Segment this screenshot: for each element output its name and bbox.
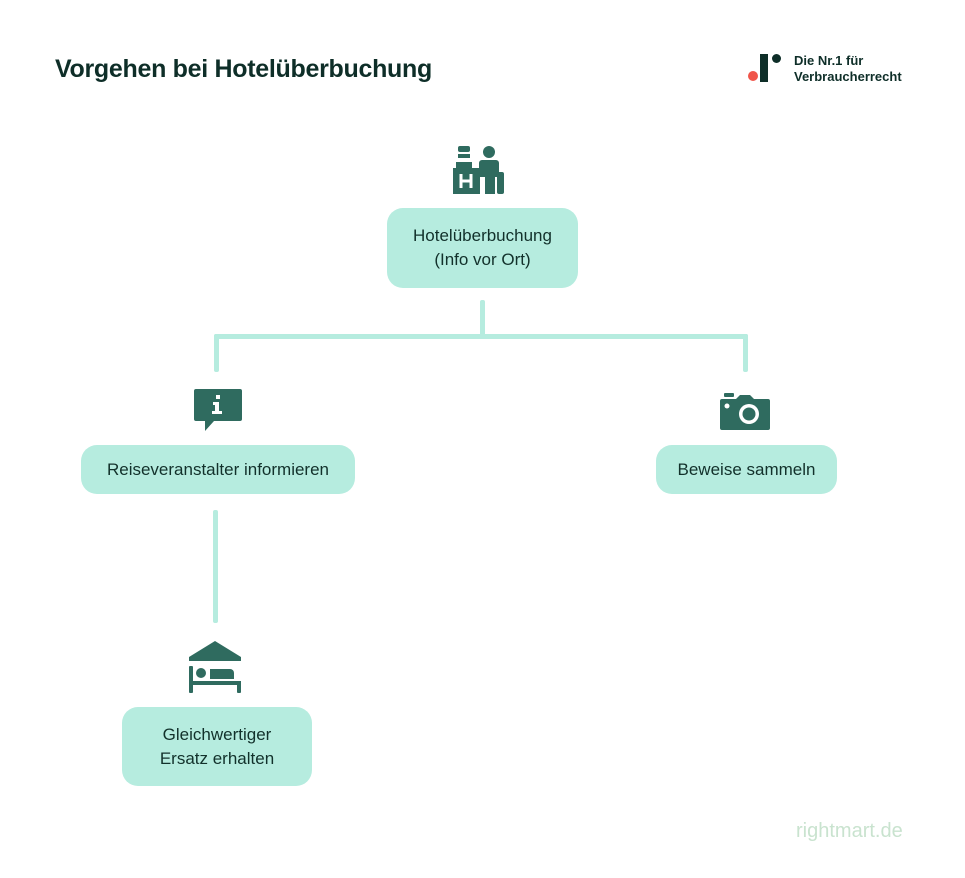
- node-equivalent-replacement: Gleichwertiger Ersatz erhalten: [122, 707, 312, 786]
- node-hotel-overbooking: Hotelüberbuchung (Info vor Ort): [387, 208, 578, 288]
- info-chat-icon: [194, 389, 242, 431]
- hotel-reception-icon: [453, 146, 504, 194]
- brand-mark-icon: [748, 53, 784, 83]
- connector-horizontal: [214, 334, 748, 339]
- node-inform-tour-operator: Reiseveranstalter informieren: [81, 445, 355, 494]
- brand-tagline: Die Nr.1 für Verbraucherrecht: [794, 53, 902, 84]
- connector-left-down: [214, 334, 219, 372]
- connector-root-down: [480, 300, 485, 338]
- camera-icon: [720, 393, 770, 430]
- brand-logo: Die Nr.1 für Verbraucherrecht: [748, 53, 902, 85]
- connector-left-to-bottom: [213, 510, 218, 623]
- page-title: Vorgehen bei Hotelüberbuchung: [55, 55, 432, 83]
- hotel-bed-icon: [189, 641, 241, 693]
- connector-right-down: [743, 334, 748, 372]
- footer-watermark: rightmart.de: [796, 820, 903, 842]
- node-collect-evidence: Beweise sammeln: [656, 445, 837, 494]
